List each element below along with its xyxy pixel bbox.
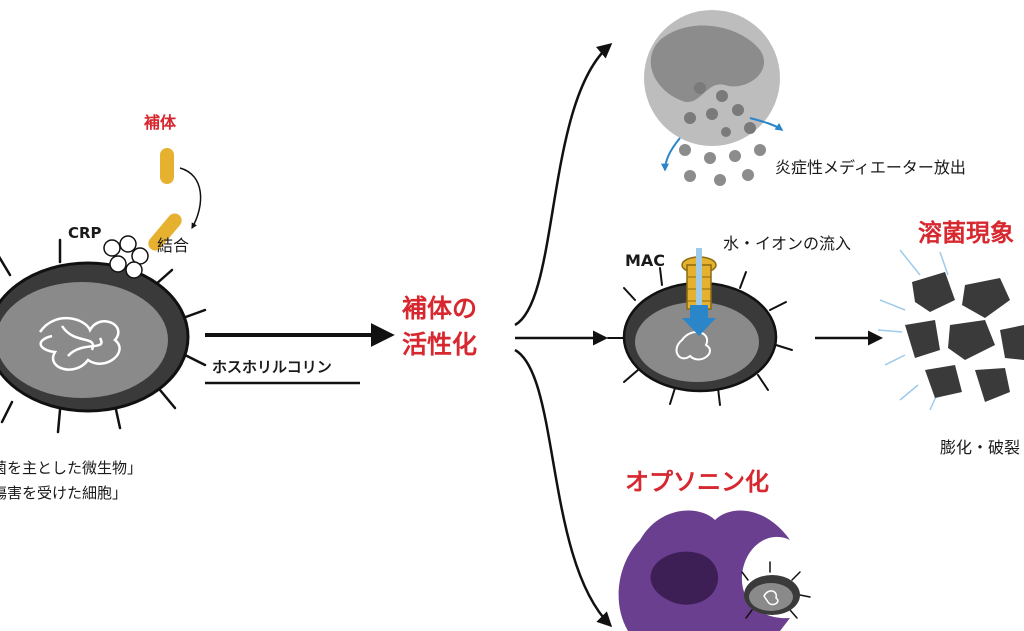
opsonization-label: オプソニン化 bbox=[625, 468, 769, 496]
activation-label-line2: 活性化 bbox=[402, 330, 478, 359]
target-label-line1: 菌を主とした微生物」 bbox=[0, 459, 143, 477]
activation-label-line1: 補体の bbox=[402, 294, 478, 323]
released-granules bbox=[679, 144, 766, 186]
granules bbox=[684, 82, 756, 137]
water-ion-influx-label: 水・イオンの流入 bbox=[723, 234, 852, 253]
bacteriolysis-label: 溶菌現象 bbox=[918, 219, 1014, 247]
complement-rod-bound bbox=[148, 213, 182, 251]
complement-label: 補体 bbox=[144, 113, 177, 132]
opsonized-microbe bbox=[741, 561, 811, 619]
mac-target-cell bbox=[607, 267, 793, 406]
binding-label: 結合 bbox=[157, 236, 190, 255]
microbe-cell bbox=[0, 238, 207, 434]
phagocyte-nucleus bbox=[650, 551, 719, 605]
burst-rays bbox=[877, 249, 949, 411]
branch-arrow-bottom bbox=[514, 348, 613, 628]
mac-pore-icon bbox=[681, 248, 717, 336]
dna-coil-icon bbox=[38, 316, 121, 371]
crp-pentamer-icon bbox=[103, 235, 149, 279]
inflammatory-mediator-label: 炎症性メディエーター放出 bbox=[775, 158, 966, 177]
mast-cell bbox=[644, 10, 780, 146]
phosphorylcholine-label: ホスホリルコリン bbox=[212, 358, 332, 376]
cell-fragments bbox=[905, 272, 1024, 402]
mast-cell-nucleus bbox=[650, 25, 765, 103]
binding-arrow bbox=[179, 167, 202, 230]
release-arrow-right bbox=[749, 117, 784, 131]
branch-arrow-top bbox=[514, 43, 613, 327]
swelling-rupture-label: 膨化・破裂 bbox=[940, 438, 1021, 457]
complement-rod-free bbox=[160, 148, 174, 184]
target-label-line2: 傷害を受けた細胞」 bbox=[0, 484, 128, 502]
dna-coil-icon bbox=[763, 590, 779, 606]
crp-label: CRP bbox=[68, 224, 102, 242]
water-influx-arrow bbox=[682, 305, 716, 336]
mac-label: MAC bbox=[625, 251, 666, 270]
release-arrow-left bbox=[661, 137, 681, 172]
